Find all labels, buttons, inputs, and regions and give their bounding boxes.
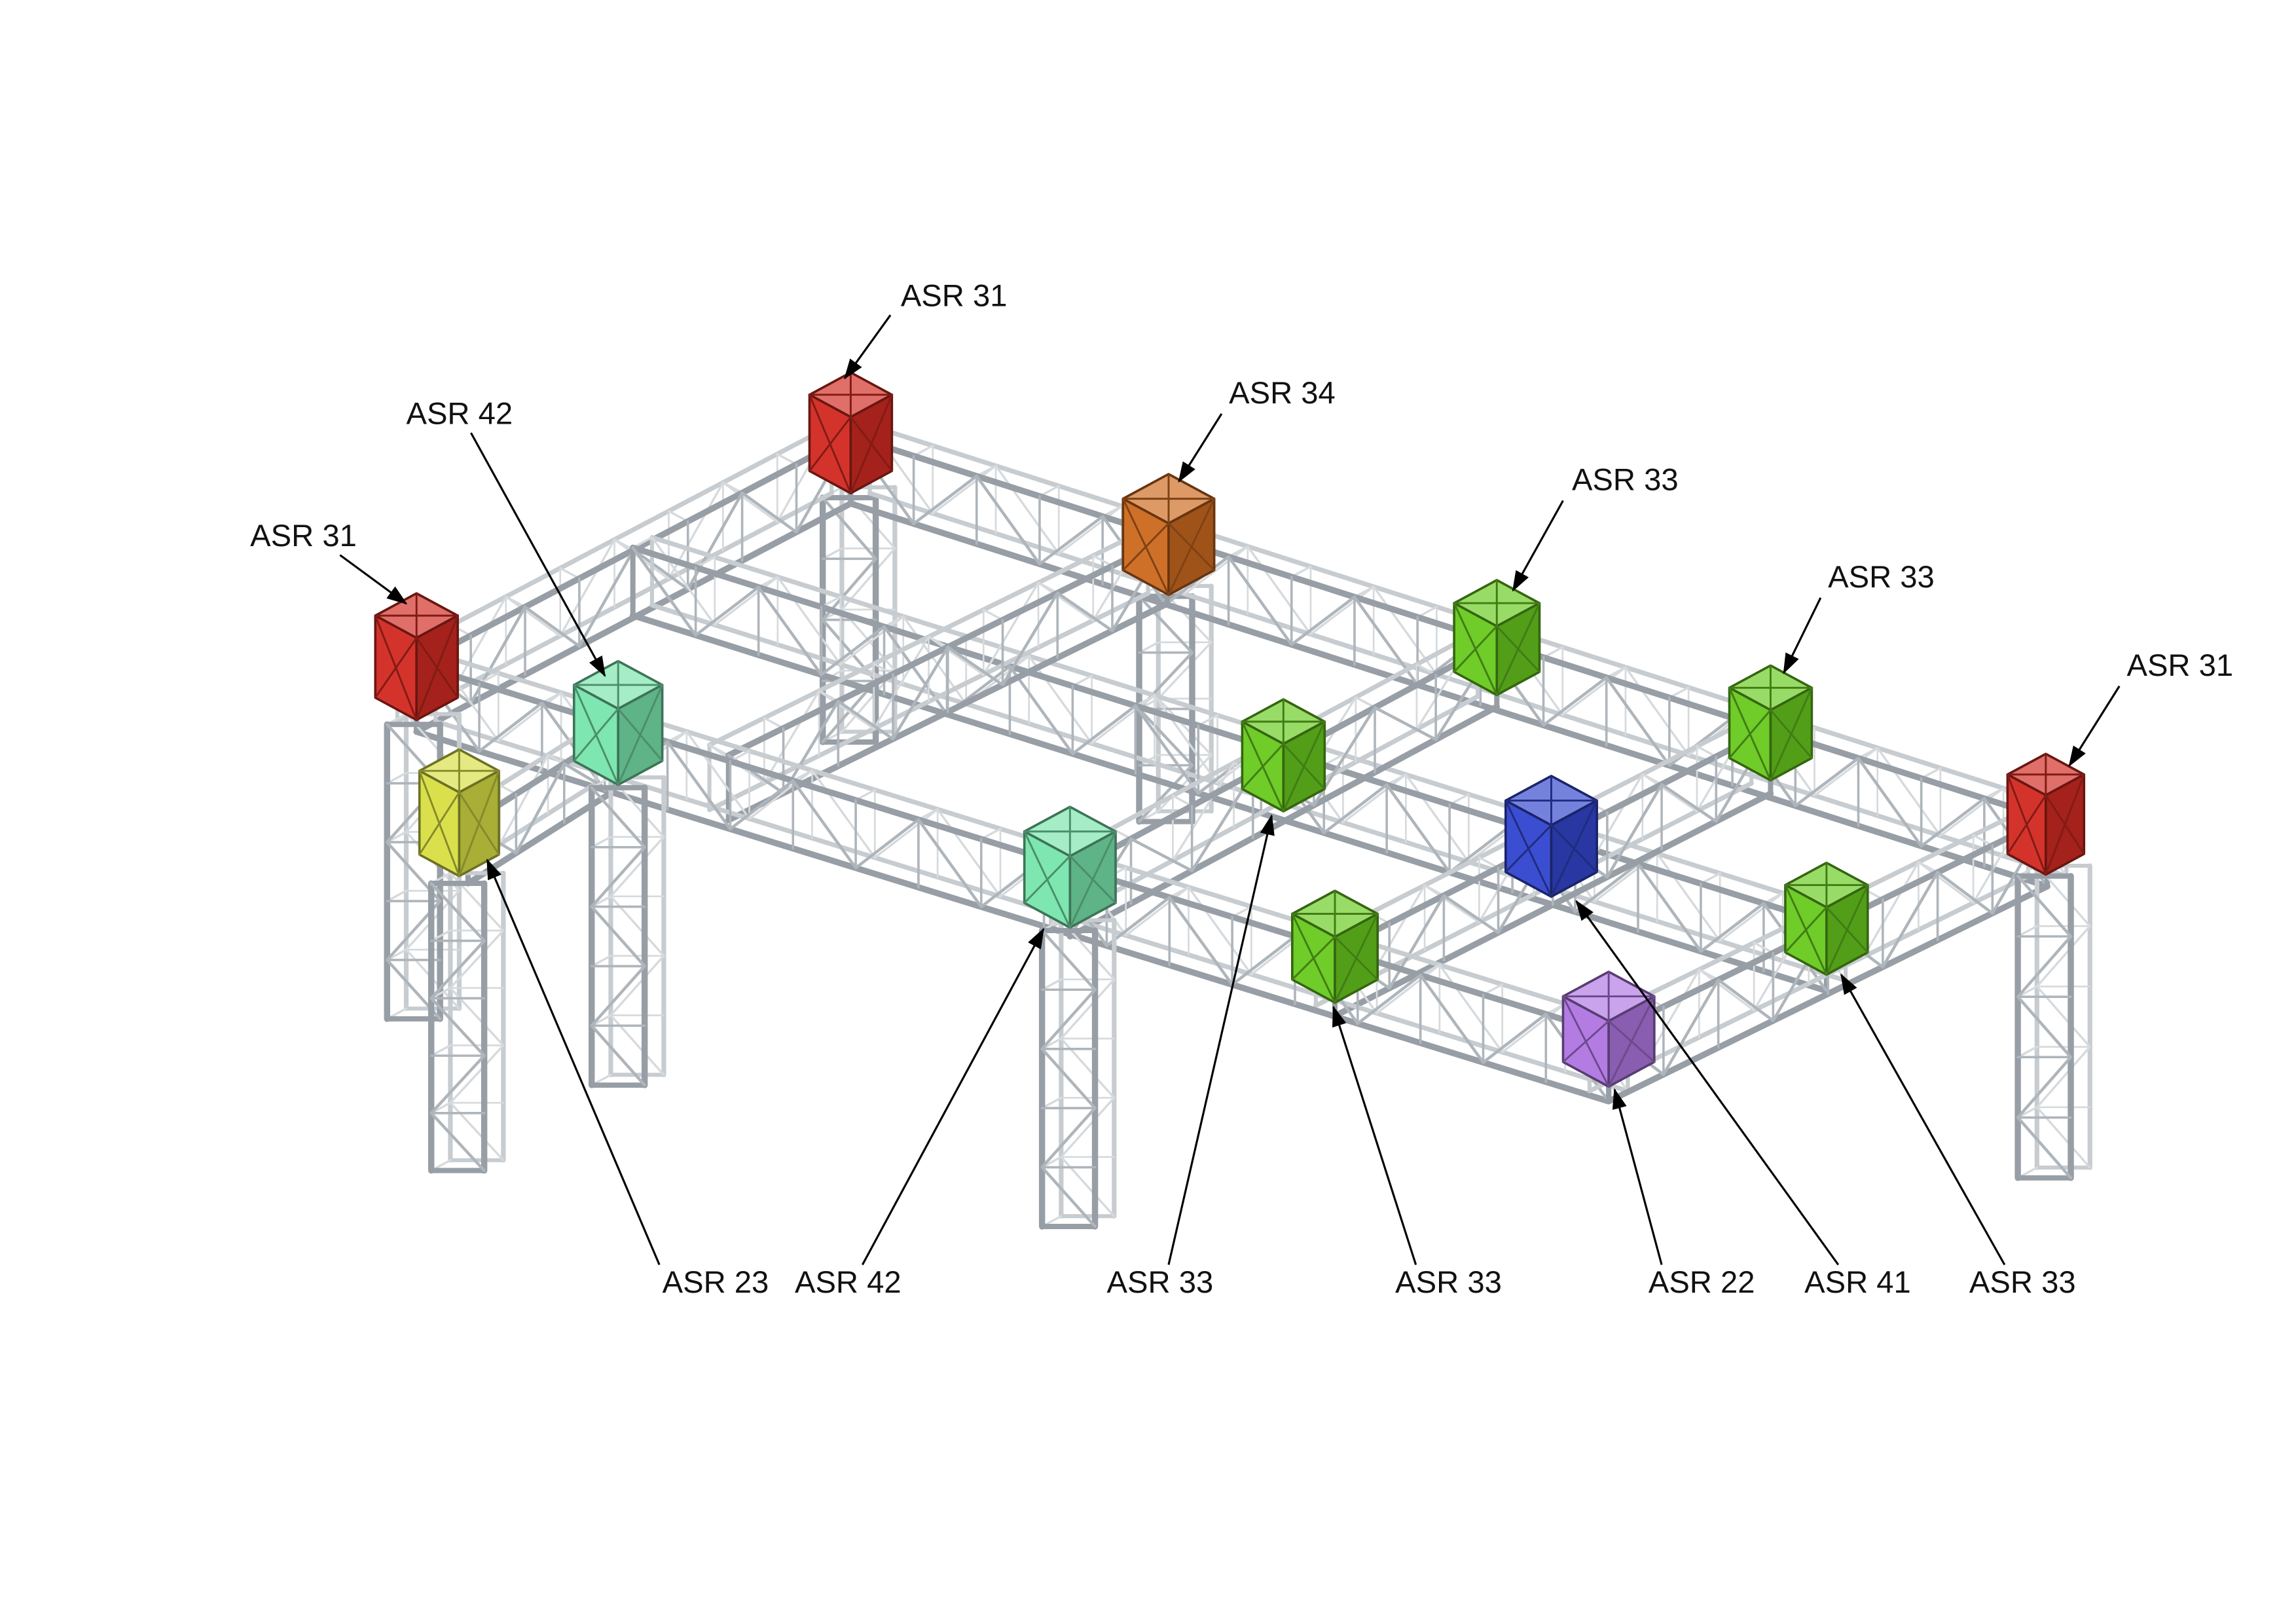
leader-arrow [339,554,408,605]
part-label-cross-mid-2: ASR 41 [1575,900,1911,1300]
part-label-text-10: ASR 33 [1395,1265,1502,1300]
part-label-corner-back: ASR 31 [844,279,1008,380]
part-label-tee-back-1: ASR 34 [1178,376,1336,483]
junction-block-cross-front-2 [1023,805,1117,929]
junction-block-tee-back-1 [1121,473,1216,597]
leader-arrow [1512,500,1564,592]
part-label-text-7: ASR 23 [663,1265,769,1300]
leader-arrow [1178,413,1223,483]
junction-block-cross-mid-2 [1504,775,1598,898]
part-label-text-3: ASR 33 [1572,463,1679,498]
part-label-text-1: ASR 42 [406,397,513,432]
column-front-1 [589,775,666,1088]
column-left-low [428,870,506,1174]
part-label-text-4: ASR 33 [1828,560,1935,595]
junction-blocks [374,371,2086,1088]
leader-arrow [486,858,661,1266]
part-label-tee-back-3: ASR 33 [1783,560,1935,674]
part-labels: ASR 31 ASR 42 ASR 34 ASR 33 ASR 33 ASR 31 ASR … [250,279,2233,1300]
part-label-text-8: ASR 42 [795,1265,902,1300]
leader-arrow [1612,1088,1663,1265]
truss-structure [384,423,2092,1230]
part-label-text-6: ASR 31 [2126,648,2233,683]
part-label-corner-front: ASR 22 [1612,1088,1755,1300]
junction-block-corner-back [808,371,894,495]
junction-block-tee-right-1 [1784,861,1869,976]
junction-block-cross-mid-1 [1241,698,1326,813]
part-label-text-13: ASR 33 [1969,1265,2076,1300]
part-label-text-12: ASR 41 [1804,1265,1911,1300]
column-front-2 [1038,917,1117,1230]
column-right-corner [2014,863,2092,1181]
leader-arrow [470,432,606,677]
part-label-cross-front-2: ASR 42 [795,927,1045,1300]
junction-block-tee-front-1 [1291,889,1379,1004]
leader-arrow [844,314,892,380]
leader-arrow [861,927,1045,1266]
part-label-text-5: ASR 31 [250,519,357,553]
junction-block-corner-front [1561,970,1656,1088]
part-label-corner-left: ASR 31 [250,519,408,605]
leader-arrow [1783,597,1822,674]
junction-block-corner-left [374,592,459,722]
junction-block-corner-left-low [418,748,500,877]
leader-arrow [2068,685,2121,767]
part-label-text-0: ASR 31 [901,279,1008,314]
junction-block-corner-right [2006,752,2086,876]
part-label-text-2: ASR 34 [1229,376,1336,411]
part-label-text-9: ASR 33 [1107,1265,1214,1300]
part-label-corner-right: ASR 31 [2068,648,2233,767]
junction-block-sleeve-front-1 [572,659,664,786]
junction-block-tee-back-2 [1453,579,1541,697]
part-label-tee-front-1: ASR 33 [1332,1005,1502,1300]
leader-arrow [1167,814,1275,1265]
part-label-tee-back-2: ASR 33 [1512,463,1679,592]
leader-arrow [1840,973,2006,1266]
leader-arrow [1575,900,1840,1266]
part-label-tee-right-1: ASR 33 [1840,973,2076,1300]
leader-arrow [1332,1005,1417,1265]
part-label-sleeve-front-1: ASR 42 [406,397,606,677]
part-label-cross-mid-1: ASR 33 [1107,814,1275,1300]
part-label-text-11: ASR 22 [1649,1265,1755,1300]
junction-block-tee-back-3 [1728,664,1813,782]
part-label-corner-left-low: ASR 23 [486,858,769,1300]
